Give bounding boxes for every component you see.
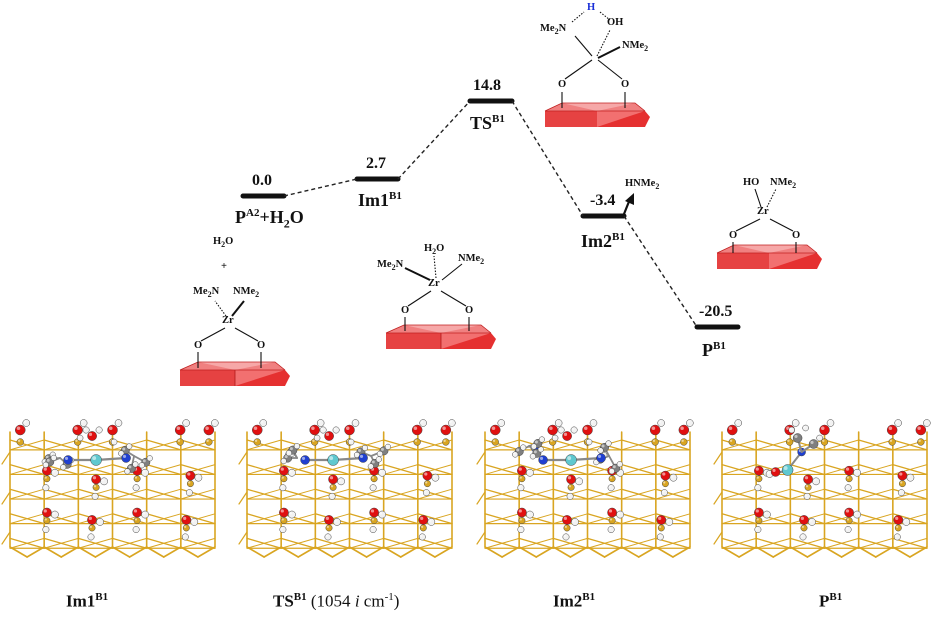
energy-value-pa2: 0.0: [252, 172, 272, 189]
level-label-im1: Im1B1: [358, 190, 402, 210]
surface-slab-ts: [544, 102, 650, 127]
im1-water: H2O: [424, 243, 445, 257]
model-im1: [1, 419, 219, 558]
im1-left-group: Me2N: [377, 259, 404, 273]
ts-right-group: NMe2: [622, 40, 649, 54]
level-label-pb1: PB1: [702, 340, 726, 360]
product-group: NMe2: [770, 177, 797, 191]
product-metal: Zr: [757, 206, 769, 217]
caption-im1: Im1B1: [66, 591, 109, 611]
caption-ts: TSB1 (1054 i cm-1): [273, 591, 400, 611]
reactant-oxygen-left: O: [194, 340, 203, 351]
reactant-right-group: NMe2: [233, 286, 260, 300]
caption-im2: Im2B1: [553, 591, 596, 611]
im2-released-amine: HNMe2: [625, 178, 660, 192]
model-ts: [238, 419, 456, 558]
model-product: [713, 419, 931, 558]
ts-left-group: Me2N: [540, 23, 567, 37]
release-arrow: [622, 193, 634, 215]
schematic-bonds: [197, 11, 797, 368]
reactant-plus: +: [221, 261, 227, 272]
reactant-oxygen-right: O: [257, 340, 266, 351]
reactant-water: H2O: [213, 236, 234, 250]
ts-oxygen-right: O: [621, 79, 630, 90]
surface-slab-im1: [385, 324, 496, 349]
surface-slab-reactant: [179, 361, 290, 386]
model-im2: [476, 419, 694, 558]
reactant-metal: Zr: [222, 315, 234, 326]
im1-oxygen-left: O: [401, 305, 410, 316]
molecular-models: [1, 419, 931, 558]
product-oxygen-left: O: [729, 230, 738, 241]
energy-value-ts: 14.8: [473, 77, 501, 94]
im1-metal: Zr: [428, 278, 440, 289]
product-oxygen-right: O: [792, 230, 801, 241]
level-label-ts: TSB1: [470, 113, 505, 133]
im1-right-group: NMe2: [458, 253, 485, 267]
ts-hydrogen: H: [587, 2, 596, 13]
im1-oxygen-right: O: [465, 305, 474, 316]
energy-value-pb1: -20.5: [699, 303, 733, 320]
pathway-connectors: [283, 100, 698, 328]
product-hydroxyl: HO: [743, 177, 760, 188]
level-label-pa2: PA2+H2O: [235, 207, 304, 231]
ts-hydroxyl: OH: [607, 17, 624, 28]
caption-pb1: PB1: [819, 591, 843, 611]
energy-value-im2: -3.4: [590, 192, 616, 209]
surface-slab-product: [716, 244, 822, 269]
level-label-im2: Im2B1: [581, 231, 625, 251]
reactant-left-group: Me2N: [193, 286, 220, 300]
energy-value-im1: 2.7: [366, 155, 386, 172]
energy-level-bars: [240, 98, 741, 330]
ts-oxygen-left: O: [558, 79, 567, 90]
